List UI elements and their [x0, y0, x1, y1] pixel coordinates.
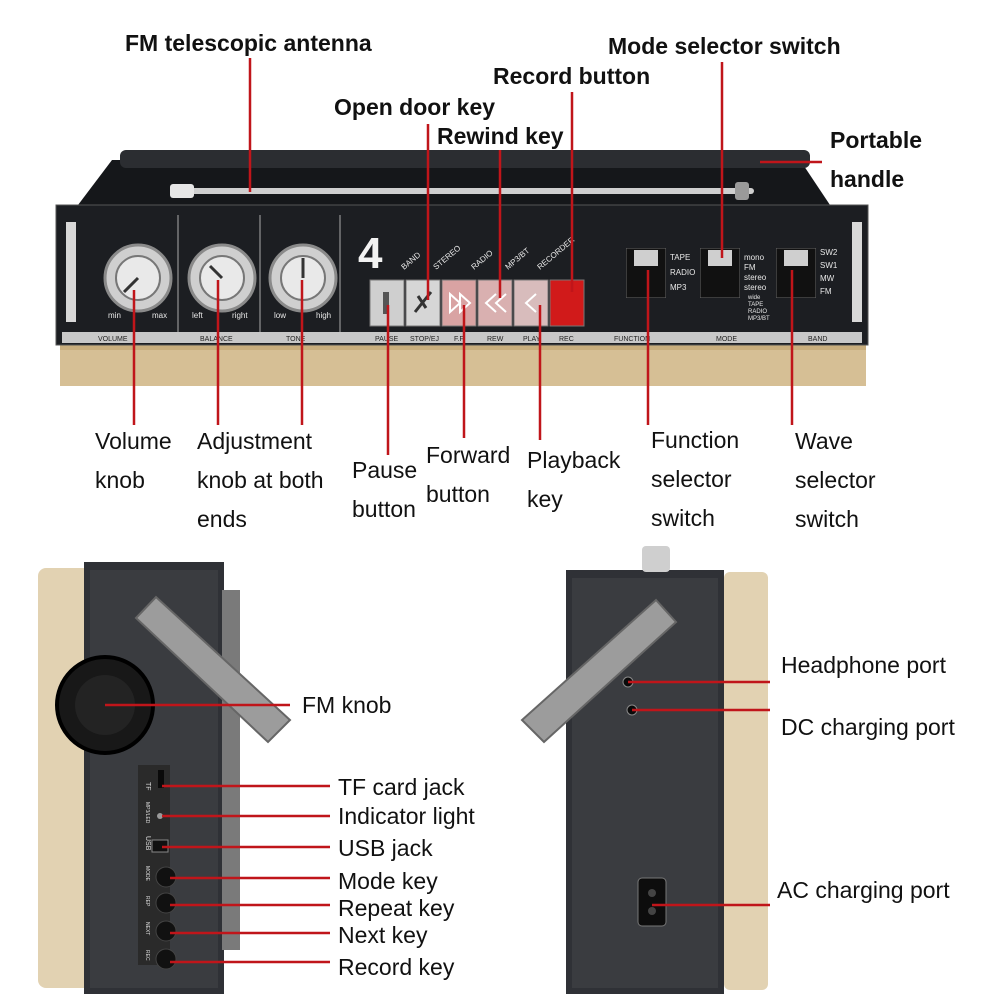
callout-rewind: Rewind key — [437, 123, 564, 149]
tf-text: TF — [144, 782, 151, 791]
callout-indicator: Indicator light — [338, 803, 475, 829]
usb-port[interactable] — [151, 839, 169, 853]
balance-knob[interactable] — [184, 240, 260, 316]
next-key-text: NEXT — [144, 922, 150, 935]
side-next-key[interactable] — [155, 920, 177, 942]
tf-card-slot[interactable] — [158, 770, 164, 788]
callout-ac: AC charging port — [777, 877, 950, 903]
tone-knob[interactable] — [265, 240, 341, 316]
callout-handle-line1: Portable — [830, 127, 923, 153]
record-key[interactable] — [549, 279, 585, 327]
callout-function-1: Function — [651, 427, 740, 453]
callout-playback-2: key — [527, 486, 563, 512]
indicator-text: MP3/LED — [144, 802, 150, 824]
volume-knob[interactable] — [100, 240, 176, 316]
callout-next-key: Next key — [338, 922, 428, 948]
callout-usb: USB jack — [338, 835, 433, 861]
ac-socket[interactable] — [637, 877, 667, 927]
callout-function-2: selector — [651, 466, 732, 492]
callout-mode-key: Mode key — [338, 868, 438, 894]
callout-open-door: Open door key — [334, 94, 496, 120]
callout-adjust-3: ends — [197, 506, 247, 532]
mode-selector-slider[interactable] — [700, 248, 740, 298]
antenna-rod — [176, 188, 754, 194]
side-mode-key[interactable] — [155, 866, 177, 888]
headphone-jack[interactable] — [622, 676, 634, 688]
callout-handle-line2: handle — [830, 166, 905, 192]
callout-fm-knob: FM knob — [302, 692, 392, 718]
callout-repeat-key: Repeat key — [338, 895, 455, 921]
callout-tf-card: TF card jack — [338, 774, 465, 800]
callout-adjust-2: knob at both — [197, 467, 324, 493]
rep-key-text: REP — [144, 896, 150, 907]
callout-wave-2: selector — [795, 467, 876, 493]
side-repeat-key[interactable] — [155, 892, 177, 914]
callout-forward-2: button — [426, 481, 490, 507]
mode-key-text: MODE — [144, 866, 150, 882]
callout-forward-1: Forward — [426, 442, 511, 468]
usb-text: USB — [144, 836, 151, 851]
dc-jack[interactable] — [626, 704, 638, 716]
indicator-led — [157, 813, 163, 819]
side-record-key[interactable] — [155, 948, 177, 970]
callout-record-key: Record key — [338, 954, 455, 980]
side-handle-right — [520, 598, 678, 744]
callout-record: Record button — [493, 63, 651, 89]
play-key[interactable] — [513, 279, 549, 327]
callout-function-3: switch — [651, 505, 715, 531]
piano-keys — [369, 279, 585, 327]
callout-volume-2: knob — [95, 467, 145, 493]
callout-playback-1: Playback — [527, 447, 621, 473]
callout-adjust-1: Adjustment — [197, 428, 313, 454]
callout-mode-selector: Mode selector switch — [608, 33, 841, 59]
callout-antenna: FM telescopic antenna — [125, 30, 372, 56]
band-selector-switch[interactable] — [776, 248, 816, 298]
callout-headphone: Headphone port — [781, 652, 946, 678]
callout-wave-3: switch — [795, 506, 859, 532]
callout-volume-1: Volume — [95, 428, 172, 454]
callout-dc: DC charging port — [781, 714, 955, 740]
rec-key-text: REC — [144, 950, 150, 961]
callout-wave-1: Wave — [795, 428, 853, 454]
callout-pause-2: button — [352, 496, 416, 522]
callout-pause-1: Pause — [352, 457, 418, 483]
function-selector-switch[interactable] — [626, 248, 666, 298]
